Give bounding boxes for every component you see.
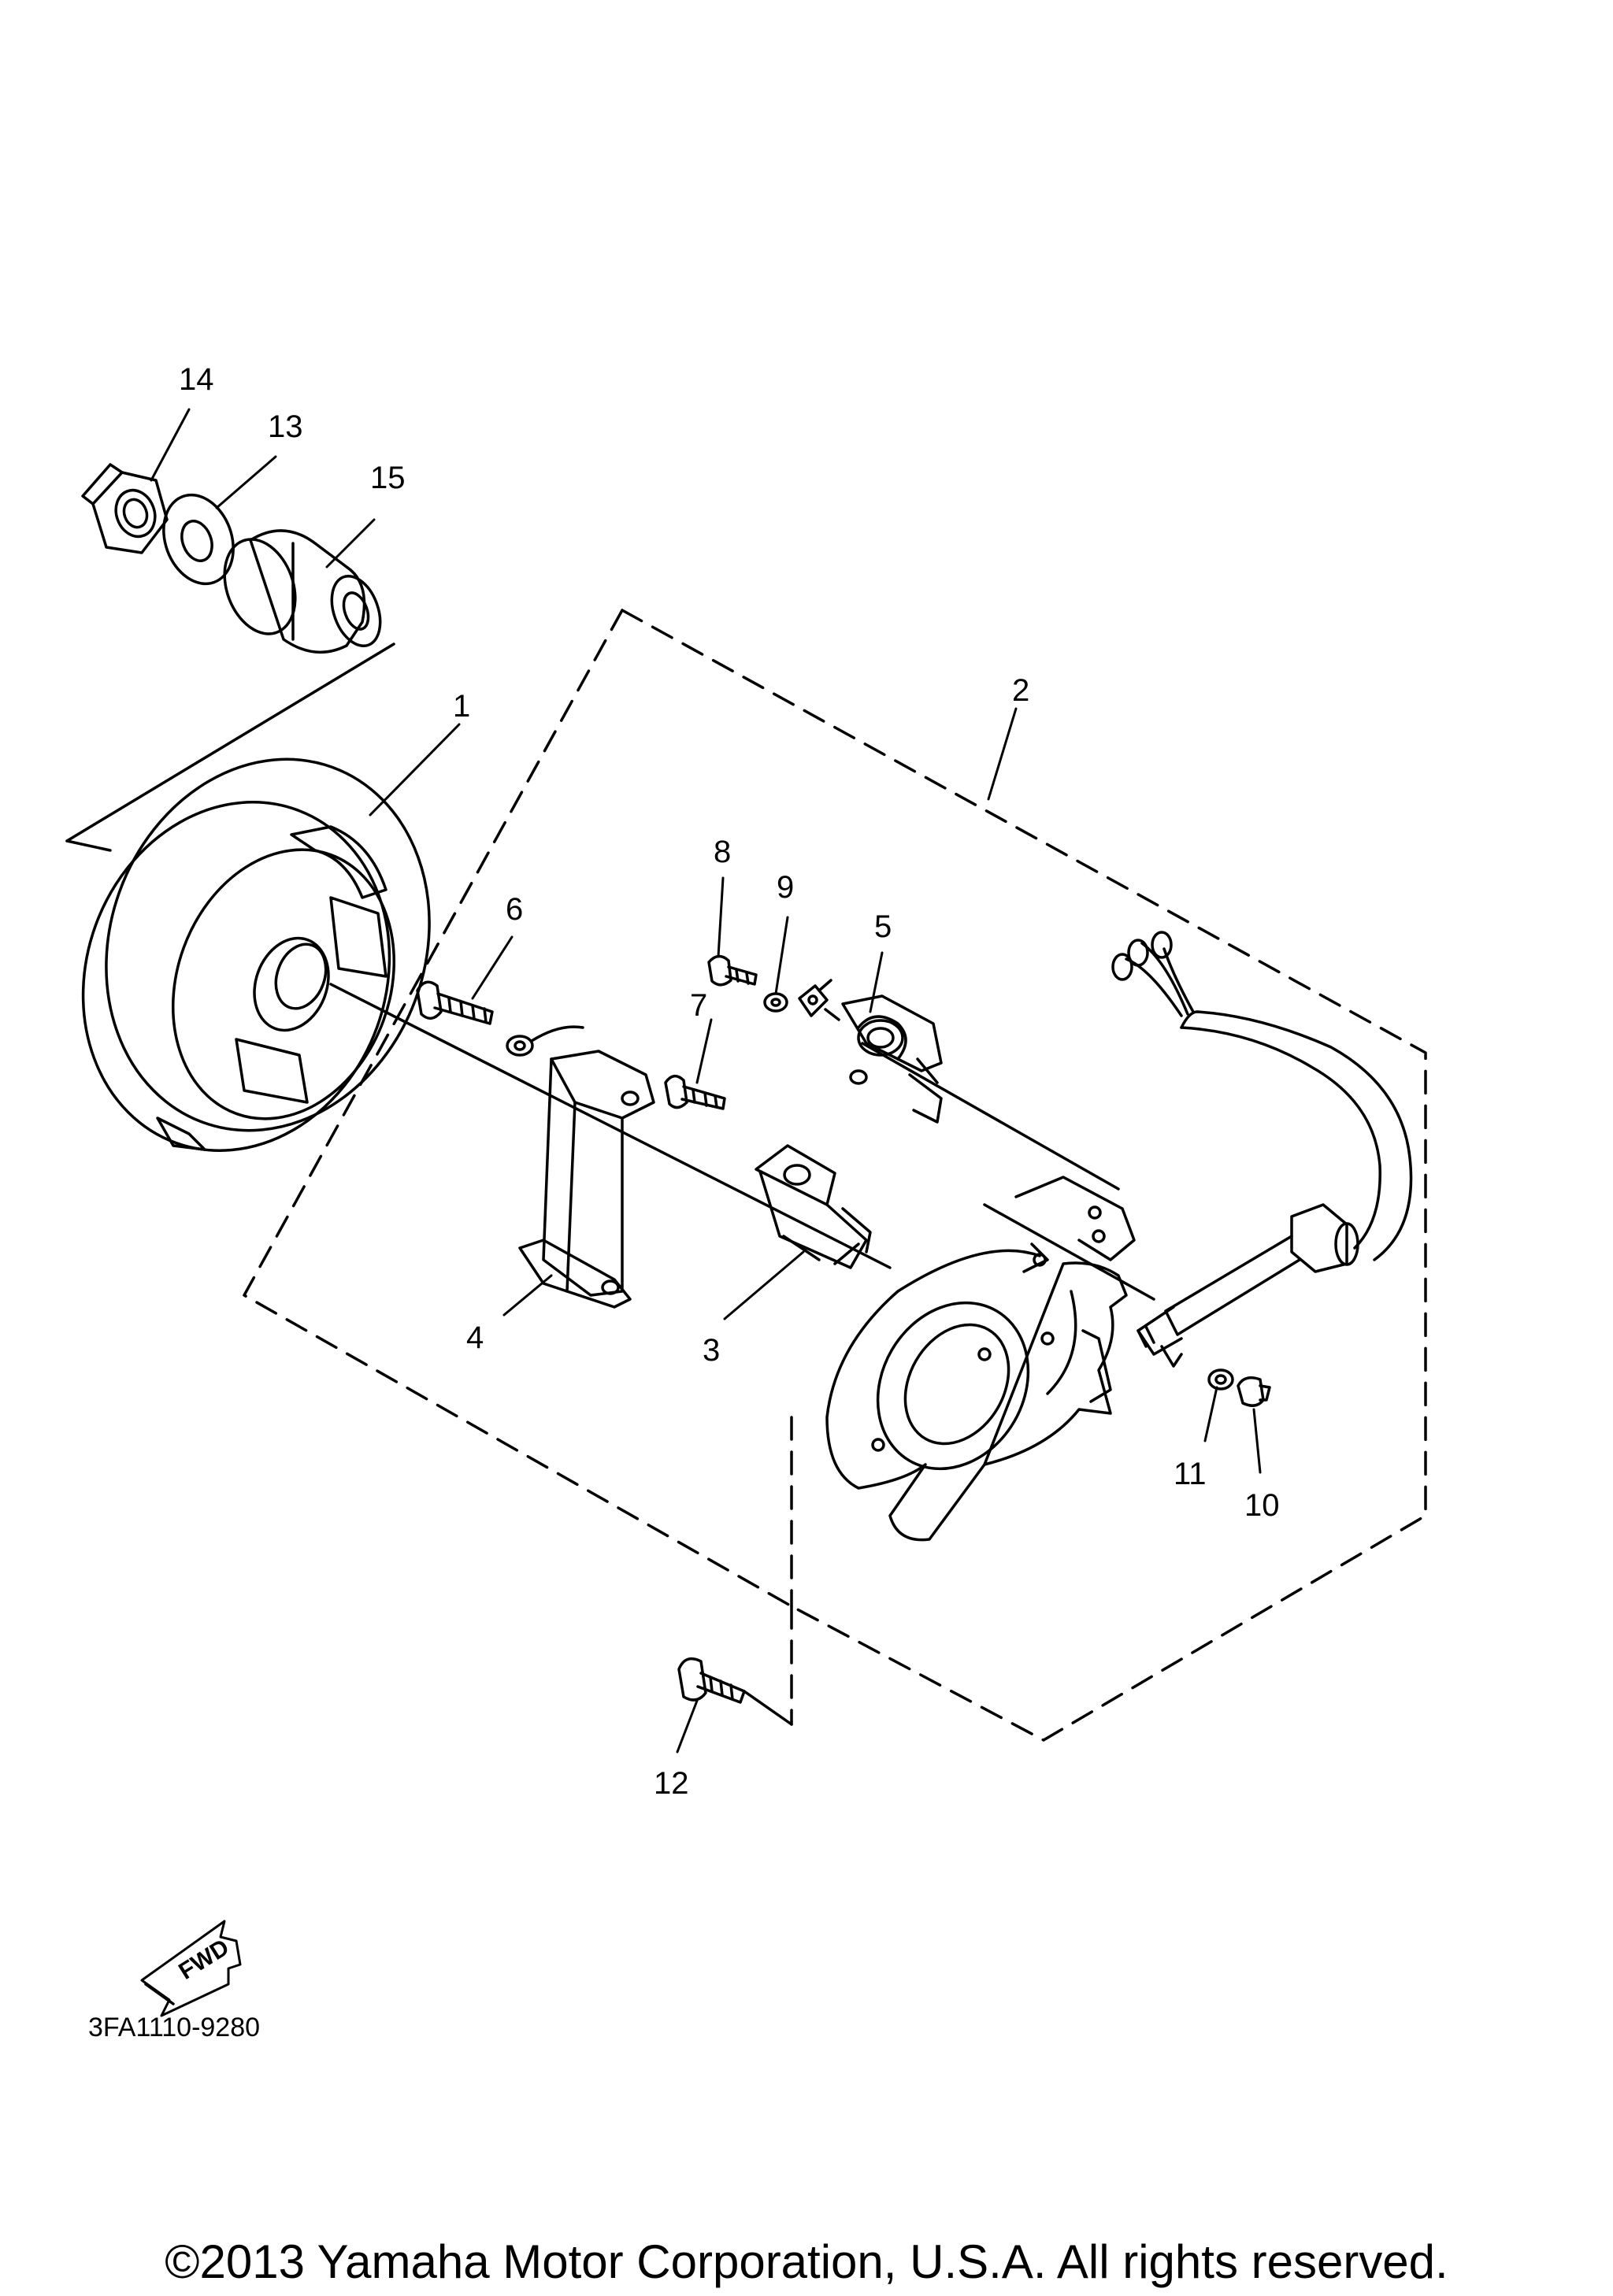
label-12[interactable]: 12 [654, 1766, 689, 1801]
part-1-flywheel[interactable] [35, 713, 481, 1194]
part-8-screw[interactable] [707, 954, 758, 987]
label-13[interactable]: 13 [268, 409, 303, 444]
part-6-screw[interactable] [416, 980, 494, 1025]
label-6[interactable]: 6 [506, 892, 523, 927]
label-8[interactable]: 8 [714, 835, 731, 869]
part-5-charging-coil[interactable] [841, 994, 943, 1124]
fwd-arrow-icon [140, 1920, 242, 2017]
label-4[interactable]: 4 [466, 1320, 484, 1355]
part-3-pickup-coil[interactable] [755, 1144, 872, 1269]
flywheel-reference-lines [65, 643, 395, 852]
part-15-collar[interactable] [212, 529, 389, 654]
label-9[interactable]: 9 [777, 870, 794, 905]
label-11[interactable]: 11 [1174, 1457, 1207, 1491]
label-5[interactable]: 5 [874, 909, 892, 944]
assembly-axis-lines [329, 983, 1155, 1301]
label-2[interactable]: 2 [1012, 673, 1029, 708]
label-10[interactable]: 10 [1244, 1488, 1280, 1523]
part-14-nut[interactable] [81, 463, 169, 554]
fwd-label: FWD [174, 1935, 233, 1985]
assembly-boundary [243, 609, 1427, 1742]
part-12-screw[interactable] [677, 1657, 793, 1726]
part-10-screw[interactable] [1237, 1376, 1271, 1407]
part-9-washer[interactable] [763, 992, 788, 1013]
label-7[interactable]: 7 [690, 988, 707, 1023]
wire-harness[interactable] [1111, 931, 1413, 1368]
copyright-notice: ©2013 Yamaha Motor Corporation, U.S.A. A… [165, 2235, 1448, 2288]
label-15[interactable]: 15 [370, 461, 406, 495]
label-1[interactable]: 1 [453, 689, 470, 724]
label-3[interactable]: 3 [703, 1333, 720, 1368]
part-11-washer[interactable] [1207, 1368, 1234, 1391]
part-2-stator-plate[interactable] [825, 1176, 1136, 1542]
leader-lines [150, 408, 1262, 1753]
coil-lead-wire [506, 1025, 584, 1057]
terminal-clip [798, 979, 840, 1021]
label-14[interactable]: 14 [179, 362, 214, 397]
diagram-code: 3FA1110-9280 [88, 2013, 260, 2042]
part-13-washer[interactable] [152, 485, 246, 594]
part-7-screw[interactable] [664, 1075, 726, 1110]
part-labels: 14 13 15 1 2 6 7 8 9 5 4 3 11 10 12 [179, 362, 1280, 1801]
